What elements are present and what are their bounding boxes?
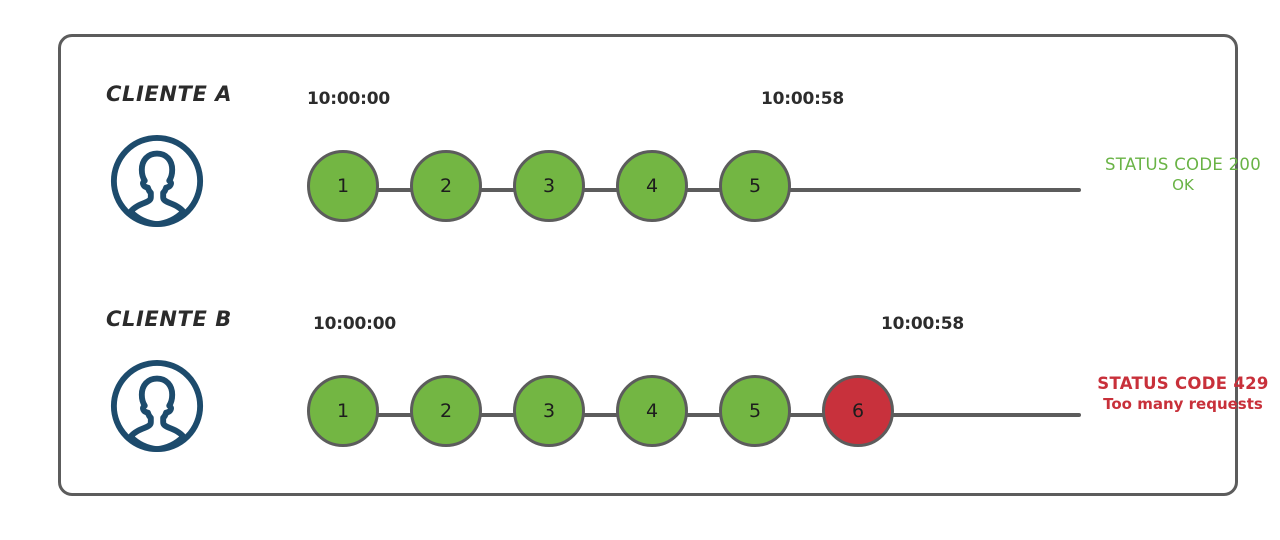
- client-a-end-time: 10:00:58: [761, 89, 844, 109]
- client-a-status-code: STATUS CODE 200: [1104, 155, 1262, 174]
- request-node-4-number: 4: [645, 175, 659, 197]
- client-b-start-time: 10:00:00: [313, 314, 396, 334]
- request-node-1-number: 1: [336, 400, 350, 422]
- client-b-status-description: Too many requests: [1103, 394, 1263, 413]
- connector-4-5: [684, 413, 723, 417]
- request-node-2[interactable]: 2: [410, 375, 482, 447]
- connector-2-3: [478, 188, 517, 192]
- client-a-start-time: 10:00:00: [307, 89, 390, 109]
- connector-1-2: [375, 188, 414, 192]
- request-node-3[interactable]: 3: [513, 150, 585, 222]
- client-b-status-badge: STATUS CODE 429 Too many requests: [1083, 374, 1280, 413]
- diagram-frame: CLIENTE A 10:00:00 10:00:58 1 2 3 4 5 ST…: [58, 34, 1268, 496]
- request-node-1[interactable]: 1: [307, 150, 379, 222]
- client-a-status-description: OK: [1172, 175, 1194, 194]
- client-b-label: CLIENTE B: [106, 307, 232, 331]
- client-b-status-code: STATUS CODE 429: [1097, 374, 1269, 393]
- client-a-status-badge: STATUS CODE 200 OK: [1083, 155, 1280, 194]
- connector-tail: [890, 413, 1081, 417]
- connector-5-6: [787, 413, 826, 417]
- request-node-5-number: 5: [748, 175, 762, 197]
- connector-3-4: [581, 413, 620, 417]
- request-node-3[interactable]: 3: [513, 375, 585, 447]
- connector-3-4: [581, 188, 620, 192]
- request-node-6-number: 6: [851, 400, 865, 422]
- request-node-3-number: 3: [542, 175, 556, 197]
- connector-tail: [787, 188, 1081, 192]
- request-node-5[interactable]: 5: [719, 150, 791, 222]
- request-node-4[interactable]: 4: [616, 375, 688, 447]
- request-node-1[interactable]: 1: [307, 375, 379, 447]
- client-b-end-time: 10:00:58: [881, 314, 964, 334]
- connector-4-5: [684, 188, 723, 192]
- request-node-4-number: 4: [645, 400, 659, 422]
- request-node-5-number: 5: [748, 400, 762, 422]
- request-node-2-number: 2: [439, 400, 453, 422]
- request-node-6-blocked[interactable]: 6: [822, 375, 894, 447]
- request-node-1-number: 1: [336, 175, 350, 197]
- client-a-label: CLIENTE A: [106, 82, 233, 106]
- request-node-2-number: 2: [439, 175, 453, 197]
- request-node-2[interactable]: 2: [410, 150, 482, 222]
- connector-1-2: [375, 413, 414, 417]
- client-b-user-avatar-icon: [108, 357, 206, 455]
- request-node-5[interactable]: 5: [719, 375, 791, 447]
- client-a-user-avatar-icon: [108, 132, 206, 230]
- request-node-3-number: 3: [542, 400, 556, 422]
- request-node-4[interactable]: 4: [616, 150, 688, 222]
- connector-2-3: [478, 413, 517, 417]
